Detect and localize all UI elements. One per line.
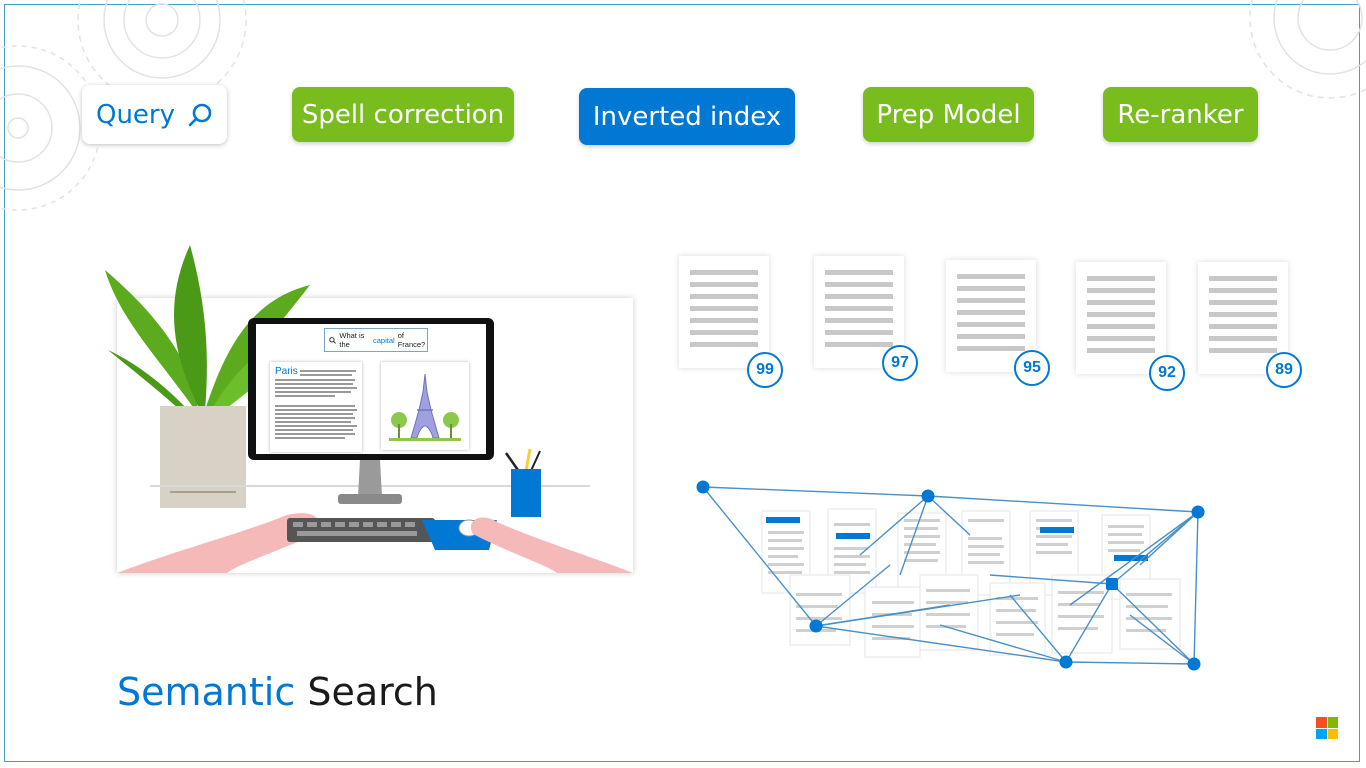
slide-title: Semantic Search (117, 670, 438, 714)
prep-model-step: Prep Model (863, 87, 1034, 142)
inverted-index-step: Inverted index (579, 88, 795, 145)
relevance-score: 89 (1266, 352, 1302, 388)
microsoft-logo (1316, 717, 1338, 739)
screen-search-bar: What is the capital of France? (324, 328, 428, 352)
result-image-card (381, 362, 469, 450)
relevance-score: 97 (882, 345, 918, 381)
monitor-screen: What is the capital of France? Paris (256, 324, 486, 454)
title-word-semantic: Semantic (117, 670, 296, 714)
result-title: Paris (275, 366, 298, 377)
monitor-stand (338, 460, 402, 504)
gear-icon (1249, 0, 1366, 99)
relevance-score: 95 (1014, 350, 1050, 386)
screen-query-suffix: of France? (397, 331, 426, 349)
result-text-card: Paris (270, 362, 362, 452)
spell-correction-step: Spell correction (292, 87, 514, 142)
query-box: Query (82, 85, 227, 144)
screen-query-prefix: What is the (339, 331, 365, 349)
slide-frame (4, 4, 1360, 762)
ranked-document (679, 256, 769, 368)
relevance-score: 99 (747, 352, 783, 388)
relevance-score: 92 (1149, 355, 1185, 391)
title-word-search: Search (307, 670, 438, 714)
ranked-document (1076, 262, 1166, 374)
keyboard-and-hands (117, 513, 633, 573)
search-icon (188, 103, 212, 126)
re-ranker-step: Re-ranker (1103, 87, 1258, 142)
eiffel-tower-icon (389, 373, 461, 441)
screen-query-highlight: capital (373, 335, 395, 345)
pen-holder (504, 448, 541, 517)
document-network (696, 480, 1205, 671)
search-icon (329, 336, 336, 344)
monitor: What is the capital of France? Paris (248, 318, 494, 460)
query-label: Query (95, 99, 175, 130)
